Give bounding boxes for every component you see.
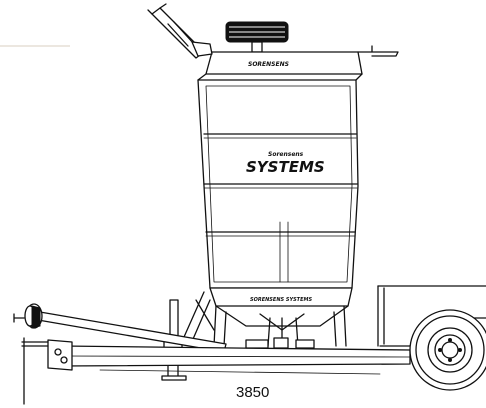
svg-text:SORENSENS SYSTEMS: SORENSENS SYSTEMS — [250, 297, 312, 303]
svg-text:SORENSENS: SORENSENS — [248, 61, 289, 68]
logo-small-text: Sorensens — [268, 151, 304, 158]
logo-big-text: SYSTEMS — [246, 158, 325, 176]
wheel — [409, 309, 486, 391]
lid-lever — [147, 3, 213, 59]
chassis-frame — [21, 337, 411, 405]
overall-length-dimension: 3850 — [236, 384, 270, 401]
auger-tube — [13, 303, 227, 353]
lid-cap — [225, 21, 289, 53]
